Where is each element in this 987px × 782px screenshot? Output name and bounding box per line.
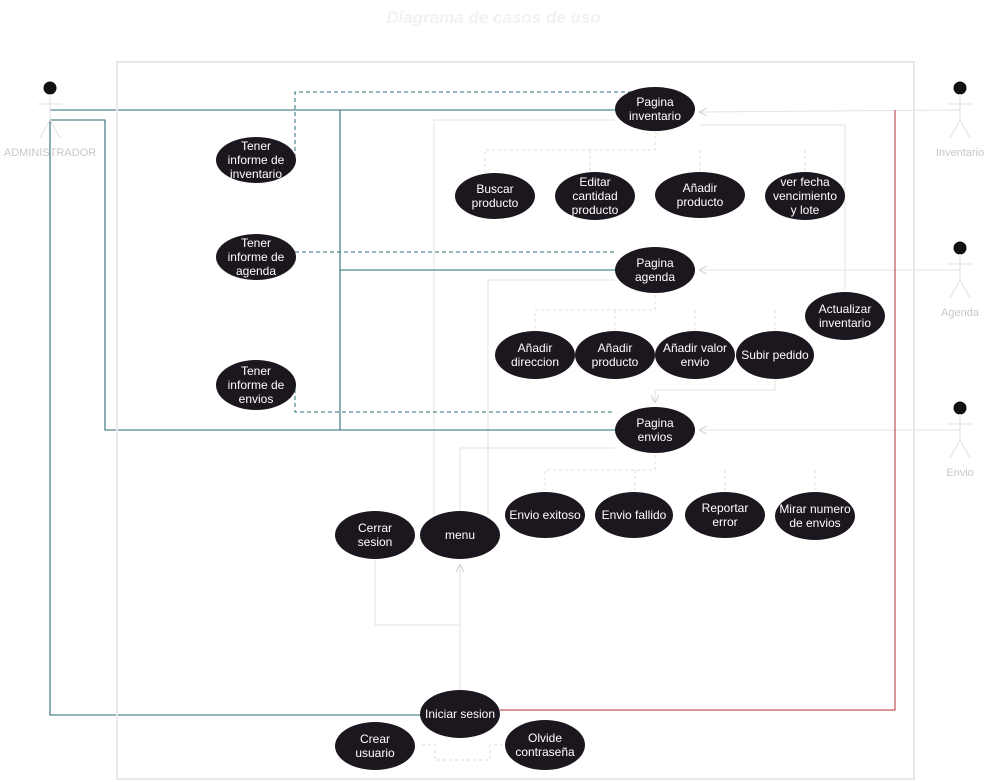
uc-reportar-error[interactable]: Reportar error	[685, 492, 765, 538]
actor-inventario-label: Inventario	[935, 147, 985, 159]
uc-tener-informe-agenda[interactable]: Tener informe de agenda	[216, 234, 296, 280]
uc-label: Actualizar inventario	[818, 302, 872, 330]
actor-administrador-label: ADMINISTRADOR	[3, 147, 97, 159]
diagram-title: Diagrama de casos de uso	[386, 8, 601, 27]
uc-label: ver fecha vencimiento y lote	[772, 175, 838, 217]
actor-envio-label: Envio	[946, 467, 974, 479]
uc-label: Tener informe de inventario	[227, 139, 285, 181]
actor-inventario-figure	[948, 81, 972, 139]
red-connector	[500, 110, 896, 711]
uc-mirar-numero-envios[interactable]: Mirar numero de envios	[775, 492, 855, 540]
uc-label: Añadir direccion	[510, 341, 560, 369]
uc-actualizar-inventario[interactable]: Actualizar inventario	[805, 292, 885, 340]
system-boundary	[116, 61, 915, 780]
uc-label: Tener informe de agenda	[227, 236, 285, 278]
uc-anadir-producto-agenda[interactable]: Añadir producto	[575, 331, 655, 379]
uc-editar-cantidad-producto[interactable]: Editar cantidad producto	[555, 172, 635, 220]
uc-label: Reportar error	[701, 501, 749, 529]
uc-label: menu	[444, 528, 476, 542]
uc-tener-informe-inventario[interactable]: Tener informe de inventario	[216, 137, 296, 183]
uc-label: Editar cantidad producto	[571, 175, 619, 217]
uc-label: Envio exitoso	[509, 508, 581, 522]
uc-anadir-direccion[interactable]: Añadir direccion	[495, 331, 575, 379]
uc-label: Buscar producto	[471, 182, 519, 210]
actor-agenda-figure	[948, 241, 972, 299]
uc-cerrar-sesion[interactable]: Cerrar sesion	[335, 511, 415, 559]
actor-administrador-figure	[38, 81, 62, 139]
uc-envio-exitoso[interactable]: Envio exitoso	[505, 492, 585, 538]
uc-label: Envio fallido	[601, 508, 667, 522]
uc-buscar-producto[interactable]: Buscar producto	[455, 173, 535, 219]
actor-agenda-label: Agenda	[941, 307, 979, 319]
uc-olvide-contrasena[interactable]: Olvide contraseña	[505, 720, 585, 770]
uc-label: Crear usuario	[355, 732, 395, 760]
uc-pagina-inventario[interactable]: Pagina inventario	[615, 87, 695, 131]
uc-tener-informe-envios[interactable]: Tener informe de envios	[216, 360, 296, 410]
uc-subir-pedido[interactable]: Subir pedido	[736, 331, 814, 379]
light-connectors	[374, 110, 961, 690]
uc-iniciar-sesion[interactable]: Iniciar sesion	[420, 690, 500, 738]
uc-label: Pagina envios	[636, 416, 674, 444]
uc-menu[interactable]: menu	[420, 511, 500, 559]
admin-connectors	[49, 109, 615, 716]
uc-envio-fallido[interactable]: Envio fallido	[595, 492, 673, 538]
uc-pagina-envios[interactable]: Pagina envios	[615, 407, 695, 453]
uc-ver-fecha-vencimiento[interactable]: ver fecha vencimiento y lote	[765, 172, 845, 220]
uc-anadir-valor-envio[interactable]: Añadir valor envio	[655, 331, 735, 379]
uc-label: Subir pedido	[741, 348, 809, 362]
uc-pagina-agenda[interactable]: Pagina agenda	[615, 247, 695, 293]
uc-label: Añadir valor envio	[662, 341, 728, 369]
uc-label: Añadir producto	[676, 181, 724, 209]
uc-label: Mirar numero de envios	[779, 502, 851, 530]
uc-anadir-producto-inventario[interactable]: Añadir producto	[655, 172, 745, 218]
uc-label: Iniciar sesion	[424, 707, 496, 721]
uc-label: Pagina agenda	[634, 256, 676, 284]
actor-envio-figure	[948, 401, 972, 459]
uc-label: Añadir producto	[591, 341, 639, 369]
uc-label: Cerrar sesion	[357, 521, 393, 549]
uc-label: Tener informe de envios	[227, 364, 285, 406]
uc-label: Pagina inventario	[628, 95, 682, 123]
uc-label: Olvide contraseña	[515, 731, 575, 759]
uc-crear-usuario[interactable]: Crear usuario	[335, 722, 415, 770]
dashed-include-lines	[422, 130, 816, 761]
